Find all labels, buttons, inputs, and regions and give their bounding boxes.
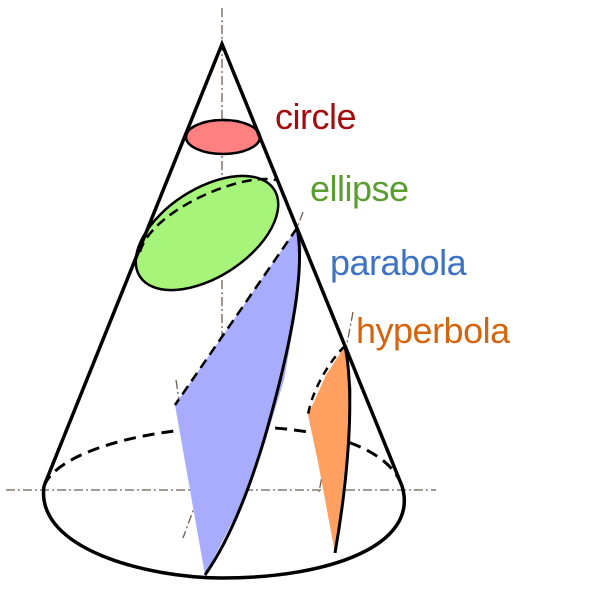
cone-base-front-edge bbox=[41, 485, 406, 580]
cone-outline bbox=[42, 39, 404, 487]
parabola-section bbox=[175, 228, 302, 575]
hyperbola-section-back-edge bbox=[306, 345, 346, 416]
hyperbola-label: hyperbola bbox=[356, 310, 510, 351]
parabola-section-back-edge bbox=[173, 227, 299, 406]
circle-label: circle bbox=[275, 96, 357, 137]
hyperbola-section-front-edge bbox=[333, 345, 352, 554]
hyperbola-section bbox=[308, 346, 352, 553]
ellipse-label: ellipse bbox=[310, 168, 409, 209]
ellipse-section-back-edge bbox=[138, 177, 277, 253]
parabola-label: parabola bbox=[330, 242, 467, 283]
parabola-section-front-edge bbox=[203, 227, 302, 576]
ellipse-section bbox=[134, 174, 280, 292]
